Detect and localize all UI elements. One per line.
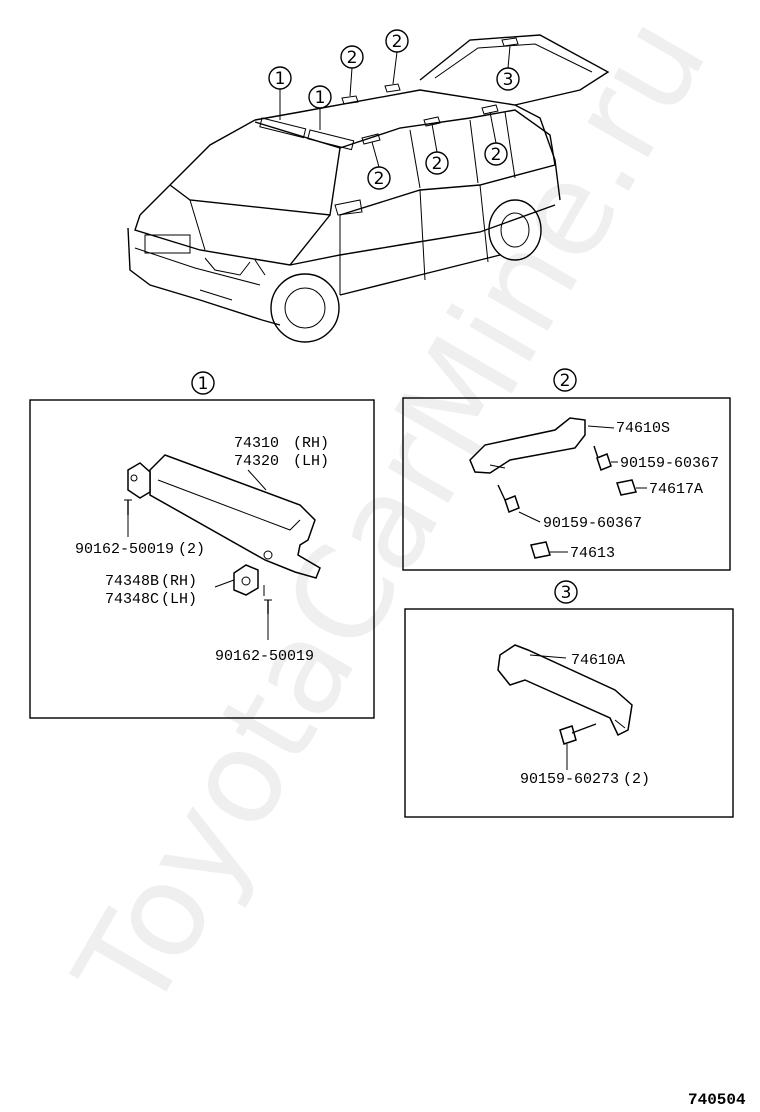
svg-text:3: 3 xyxy=(561,583,572,603)
part-74610S: 74610S xyxy=(616,420,670,437)
svg-text:2: 2 xyxy=(347,48,358,68)
svg-text:2: 2 xyxy=(392,32,403,52)
callout-2a: 2 xyxy=(340,45,364,97)
screw-part-4 xyxy=(497,484,520,513)
callout-2c: 2 xyxy=(367,141,391,190)
part-90162-50019: 90162-50019 xyxy=(215,648,314,665)
part-74610A: 74610A xyxy=(571,652,625,669)
figure-number: 740504 xyxy=(688,1091,746,1109)
screw-part-2 xyxy=(264,599,272,614)
part-74348C: 74348C(LH) xyxy=(105,591,197,608)
part-74348B: 74348B(RH) xyxy=(105,573,197,590)
svg-text:3: 3 xyxy=(503,70,514,90)
part-90162-50019-qty: 90162-50019(2) xyxy=(75,541,205,558)
rear-grip-part xyxy=(497,644,633,737)
panel-3: 3 74610A 90159-60273(2) xyxy=(404,580,734,818)
part-74320: 74320(LH) xyxy=(234,453,329,470)
svg-text:2: 2 xyxy=(491,145,502,165)
assist-grip-part xyxy=(469,417,586,474)
callout-3: 3 xyxy=(496,45,520,91)
cap-part xyxy=(616,479,637,496)
svg-text:1: 1 xyxy=(315,88,326,108)
callout-2d: 2 xyxy=(425,123,449,175)
svg-text:2: 2 xyxy=(374,169,385,189)
callout-2b: 2 xyxy=(385,29,409,85)
panel-1: 1 74310(R xyxy=(29,371,375,719)
panel-2: 2 74610S 90159-60367 746 xyxy=(402,368,731,571)
part-90159-60367-lower: 90159-60367 xyxy=(543,515,642,532)
callout-2e: 2 xyxy=(484,111,508,166)
part-90159-60367: 90159-60367 xyxy=(620,455,719,472)
part-90159-60273: 90159-60273(2) xyxy=(520,771,650,788)
visor-holder-part xyxy=(233,564,259,596)
part-74613: 74613 xyxy=(570,545,615,562)
screw-part xyxy=(124,499,132,515)
svg-text:1: 1 xyxy=(198,374,209,394)
car-overview: 1 1 2 2 2 2 2 xyxy=(127,29,610,343)
part-74617A: 74617A xyxy=(649,481,703,498)
svg-text:2: 2 xyxy=(432,154,443,174)
screw-part-5 xyxy=(559,723,597,745)
svg-text:1: 1 xyxy=(275,69,286,89)
sun-visor-part xyxy=(127,454,321,579)
part-74310: 74310(RH) xyxy=(234,435,329,452)
callout-1b: 1 xyxy=(308,85,332,130)
svg-text:2: 2 xyxy=(560,371,571,391)
cap-part-2 xyxy=(530,541,551,559)
screw-part-3 xyxy=(593,445,612,471)
callout-1a: 1 xyxy=(268,66,292,120)
